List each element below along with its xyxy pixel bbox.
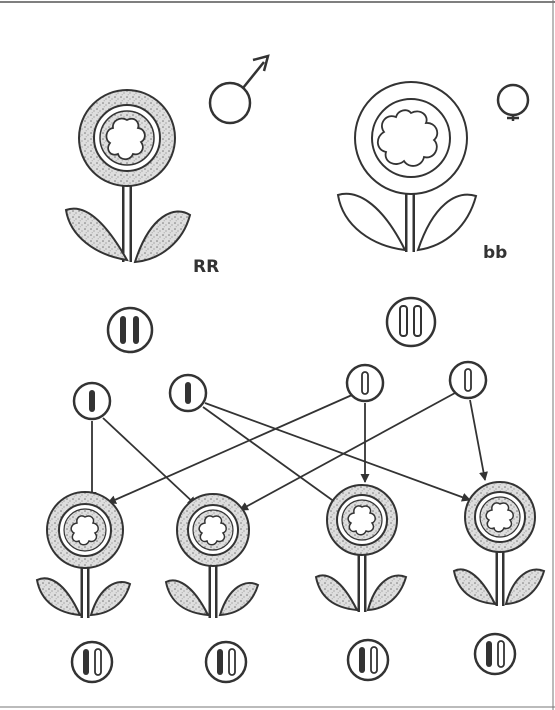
female-left-leaf xyxy=(338,194,405,250)
arrow-g1-o2 xyxy=(103,418,196,505)
offspring-3 xyxy=(316,485,406,612)
arrow-g4-o4 xyxy=(470,400,485,480)
cross-arrows xyxy=(92,393,485,510)
male-genotype-label: RR xyxy=(193,257,219,277)
offspring-1-chromosomes xyxy=(72,642,112,682)
male-parent: RR xyxy=(66,56,268,352)
arrow-g2-o4 xyxy=(205,403,470,500)
male-flower-center xyxy=(106,119,144,160)
male-left-leaf xyxy=(66,209,127,260)
female-chromosome-pair xyxy=(387,298,435,346)
gamete-3 xyxy=(347,365,383,401)
offspring-2-chromosomes xyxy=(206,642,246,682)
female-flower xyxy=(338,82,476,252)
male-symbol xyxy=(210,56,268,123)
offspring-1 xyxy=(37,492,130,618)
female-right-leaf xyxy=(418,195,476,250)
offspring-3-chromosomes xyxy=(348,640,388,680)
offspring-2 xyxy=(166,494,258,618)
gamete-1 xyxy=(74,383,110,419)
gamete-2 xyxy=(170,375,206,411)
arrow-g2-o3 xyxy=(203,407,346,510)
male-right-leaf xyxy=(135,211,190,262)
female-symbol xyxy=(498,85,528,120)
gamete-4 xyxy=(450,362,486,398)
male-chromosome-pair xyxy=(108,308,152,352)
offspring-4 xyxy=(454,482,544,606)
female-genotype-label: bb xyxy=(483,243,507,263)
female-parent: bb xyxy=(338,82,528,346)
female-symbol-cross xyxy=(507,115,519,121)
offspring-4-chromosomes xyxy=(475,634,515,674)
male-flower xyxy=(66,90,190,262)
